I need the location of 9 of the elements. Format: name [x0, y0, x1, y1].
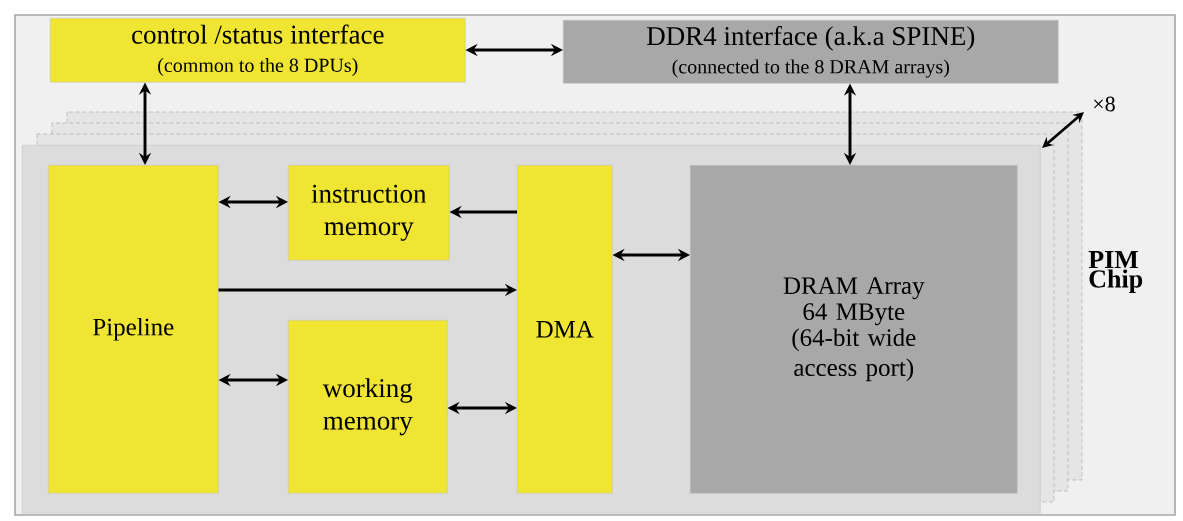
label: PIM Chip [1088, 251, 1143, 293]
label: ×8 [1094, 96, 1115, 112]
interface-box: DDR4 interface (a.k.a SPINE) (connected to the 8 DRAM arrays) [563, 20, 1059, 84]
dma-box: DMA [517, 165, 613, 494]
interface-box: control /status interface (common to the 8 DPUs) [50, 18, 466, 83]
pipeline-box: Pipeline [48, 165, 219, 494]
memory-box: working memory [288, 320, 448, 494]
memory-box: instruction memory [288, 165, 450, 261]
dram-array-box: DRAM Array 64 MByte (64-bit wide access port) [690, 165, 1018, 494]
